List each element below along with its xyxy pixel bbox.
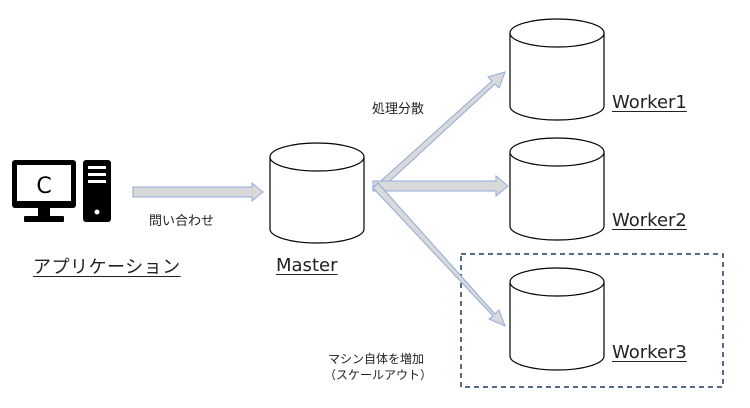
arrow-to-worker2 <box>372 174 509 198</box>
scaleout-note: マシン自体を増加 （スケールアウト） <box>324 351 432 383</box>
scaleout-note-line2: （スケールアウト） <box>324 368 433 382</box>
app-label: アプリケーション <box>33 257 181 278</box>
query-arrow <box>132 181 264 203</box>
distribution-arrows <box>372 71 509 327</box>
monitor-letter: C <box>36 174 51 199</box>
master-db-icon <box>269 142 365 244</box>
distribute-label: 処理分散 <box>372 102 425 117</box>
worker3-label: Worker3 <box>612 342 687 363</box>
arrow-to-worker3 <box>372 182 506 327</box>
worker1-db-icon <box>509 18 605 121</box>
scaleout-note-line1: マシン自体を増加 <box>328 352 425 366</box>
computer-icon <box>12 160 111 222</box>
worker1-label: Worker1 <box>612 92 687 113</box>
scaleout-box <box>460 253 724 388</box>
worker2-label: Worker2 <box>612 210 687 231</box>
worker2-db-icon <box>509 137 605 241</box>
master-label: Master <box>276 255 338 276</box>
worker3-db-icon <box>509 267 605 371</box>
arrow-to-worker1 <box>372 71 506 193</box>
query-label: 問い合わせ <box>149 214 215 229</box>
